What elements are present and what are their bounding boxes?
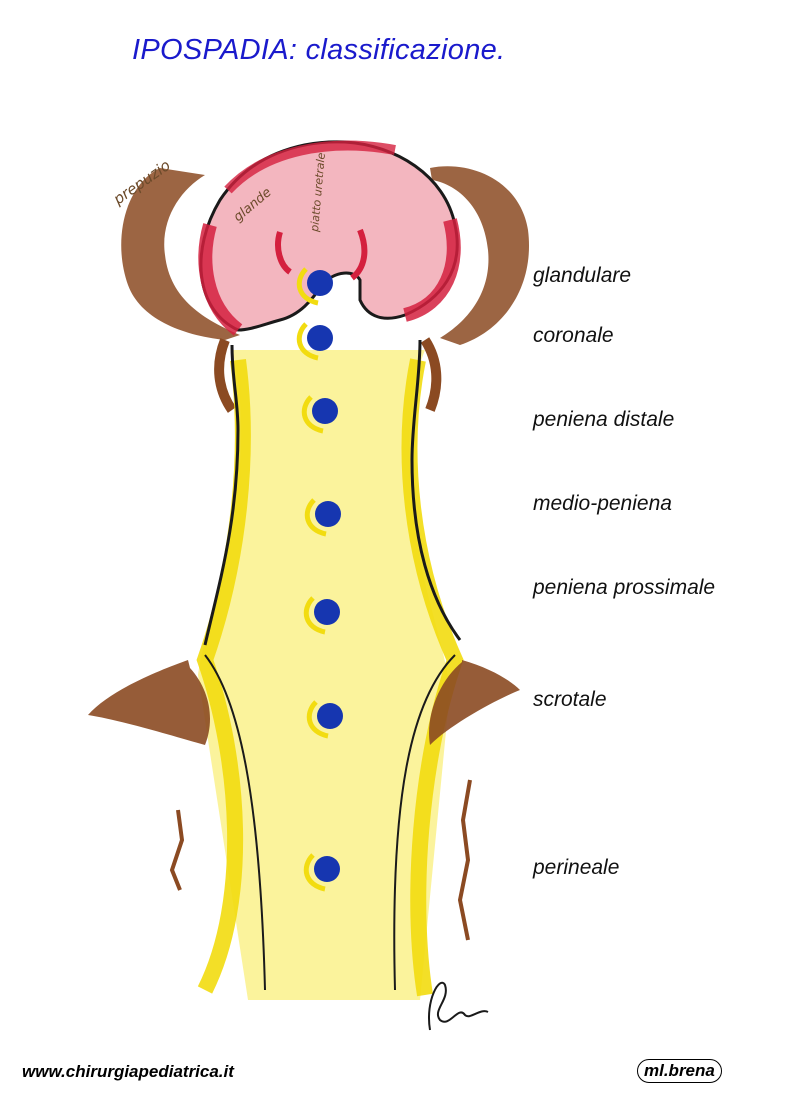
level-label-scrotale: scrotale <box>533 688 607 711</box>
meatus-markers <box>296 267 343 892</box>
meatus-arc-scrotale <box>306 700 329 739</box>
page-title: IPOSPADIA: classificazione. <box>132 34 506 66</box>
level-label-coronale: coronale <box>533 324 614 347</box>
footer-website: www.chirurgiapediatrica.it <box>22 1062 234 1081</box>
meatus-arc-perineale <box>303 853 326 892</box>
level-label-peniena-prossimale: peniena prossimale <box>533 576 716 599</box>
meatus-arc-peniena-prossimale <box>303 596 326 635</box>
meatus-dot-perineale <box>314 856 340 882</box>
meatus-dot-glandulare <box>307 270 333 296</box>
meatus-arc-peniena-distale <box>301 395 324 434</box>
level-label-glandulare: glandulare <box>533 264 632 287</box>
signature-mark <box>428 981 489 1031</box>
level-label-medio-peniena: medio-peniena <box>533 492 672 515</box>
scrotum <box>88 660 520 941</box>
prepuce <box>121 166 530 413</box>
footer-author-badge: ml.brena <box>637 1059 722 1083</box>
meatus-dot-scrotale <box>317 703 343 729</box>
meatus-dot-medio-peniena <box>315 501 341 527</box>
level-label-perineale: perineale <box>533 856 620 879</box>
meatus-dot-peniena-prossimale <box>314 599 340 625</box>
meatus-arc-glandulare <box>296 267 319 306</box>
level-label-peniena-distale: peniena distale <box>533 408 675 431</box>
meatus-dot-peniena-distale <box>312 398 338 424</box>
meatus-dot-coronale <box>307 325 333 351</box>
penile-shaft <box>196 339 464 1000</box>
meatus-arc-medio-peniena <box>304 498 327 537</box>
meatus-arc-coronale <box>296 322 319 361</box>
glans <box>198 140 461 336</box>
